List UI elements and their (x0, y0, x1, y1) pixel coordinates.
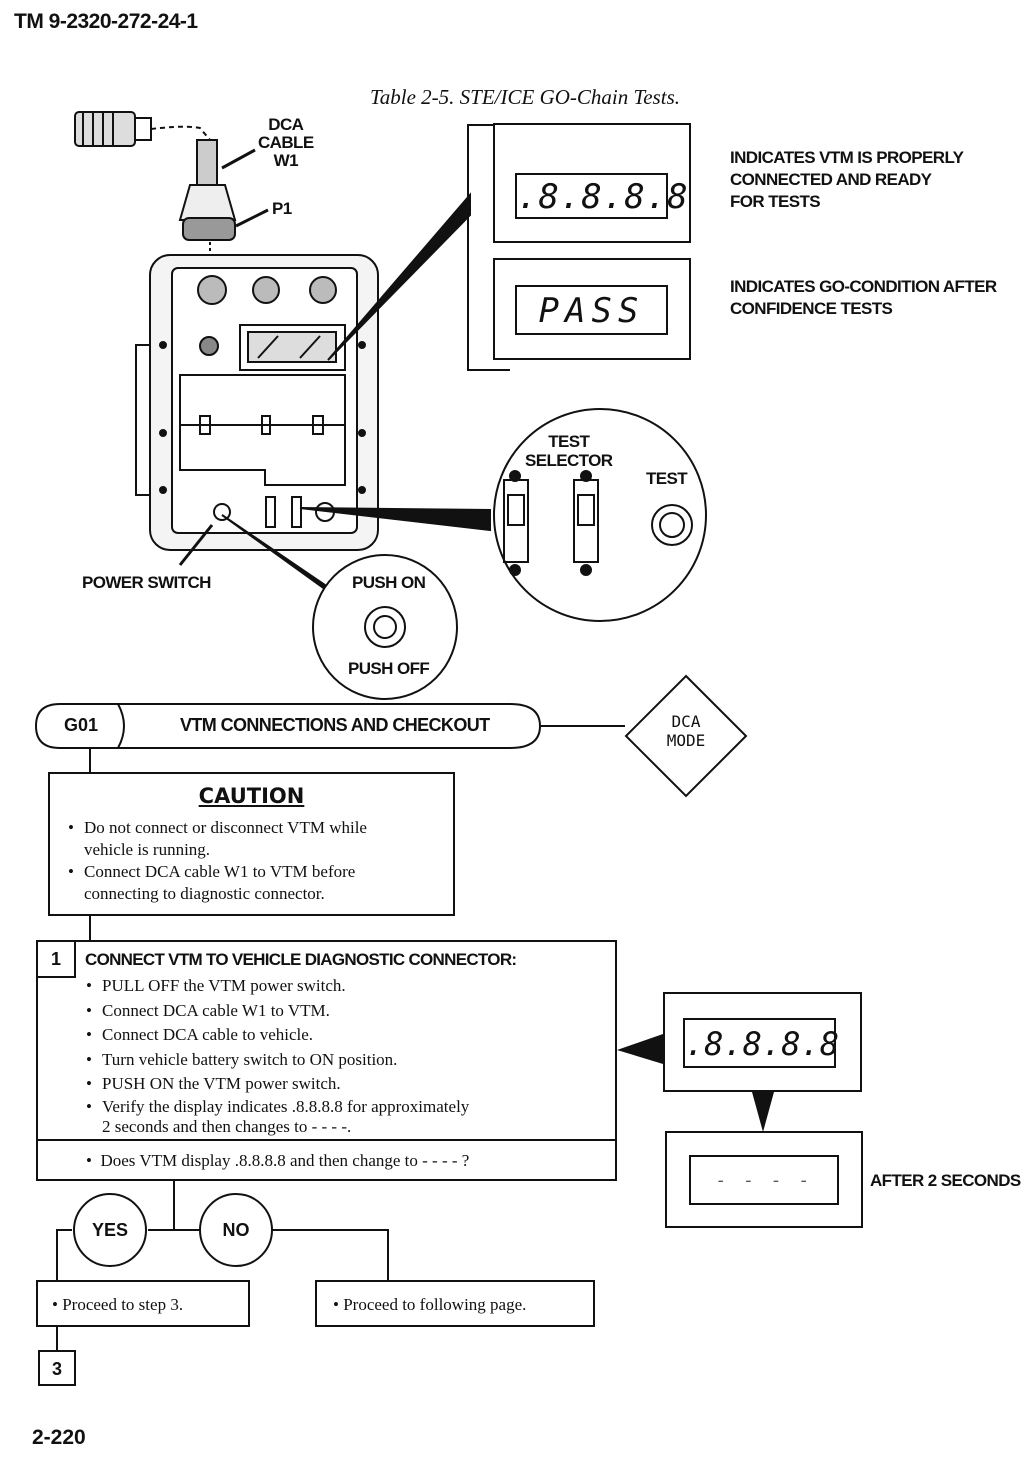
procedure-title: VTM CONNECTIONS AND CHECKOUT (180, 715, 490, 735)
list-item: Turn vehicle battery switch to ON positi… (86, 1048, 605, 1073)
list-item: • Does VTM display .8.8.8.8 and then cha… (86, 1151, 470, 1170)
p1-label: P1 (272, 199, 292, 218)
caution-heading: CAUTION (198, 784, 305, 808)
display-readout: .8.8.8.8 (683, 1018, 839, 1068)
display-readout: .8.8.8.8 (515, 173, 688, 219)
power-switch-label: POWER SWITCH (82, 573, 211, 592)
list-item: Connect DCA cable to vehicle. (86, 1023, 605, 1048)
no-branch: NO (222, 1220, 250, 1240)
document-number: TM 9-2320-272-24-1 (14, 10, 198, 33)
no-action-box: • Proceed to following page. (315, 1280, 595, 1327)
step-question: • Does VTM display .8.8.8.8 and then cha… (36, 1139, 617, 1181)
push-on-label: PUSH ON (352, 573, 426, 592)
caution-box: CAUTION Do not connect or disconnect VTM… (48, 772, 455, 916)
step-number: 1 (38, 942, 76, 978)
push-off-label: PUSH OFF (348, 659, 430, 678)
caution-list: Do not connect or disconnect VTM whileve… (68, 817, 443, 905)
next-step-box: 3 (38, 1350, 76, 1386)
list-item: • Proceed to following page. (333, 1295, 527, 1314)
display-panel-startup: .8.8.8.8 (663, 992, 862, 1092)
yes-action-box: • Proceed to step 3. (36, 1280, 250, 1327)
display-panel-dashes: - - - - (665, 1131, 863, 1228)
step-title: CONNECT VTM TO VEHICLE DIAGNOSTIC CONNEC… (85, 950, 517, 969)
after-2-seconds-label: AFTER 2 SECONDS (870, 1171, 1021, 1190)
test-selector-detail-icon (493, 408, 707, 622)
display-readout: - - - - (689, 1155, 839, 1205)
list-item: PUSH ON the VTM power switch. (86, 1072, 605, 1097)
step-list: PULL OFF the VTM power switch. Connect D… (86, 974, 605, 1137)
power-switch-detail-icon (312, 554, 458, 700)
test-button-label: TEST (646, 469, 688, 488)
list-item: Do not connect or disconnect VTM whileve… (68, 817, 443, 861)
list-item: • Proceed to step 3. (52, 1295, 184, 1314)
display-readout: PASS (515, 285, 668, 335)
dca-connector-icon (74, 111, 211, 150)
dca-cable-icon (178, 139, 237, 262)
list-item: Connect DCA cable W1 to VTM beforeconnec… (68, 861, 443, 905)
list-item: PULL OFF the VTM power switch. (86, 974, 605, 999)
list-item: Verify the display indicates .8.8.8.8 fo… (86, 1097, 605, 1137)
table-title: Table 2-5. STE/ICE GO-Chain Tests. (370, 85, 680, 109)
vtm-housing-icon (135, 254, 379, 551)
page-number: 2-220 (32, 1426, 86, 1449)
yes-branch: YES (91, 1220, 129, 1240)
display-panel-pass: PASS (493, 258, 691, 360)
list-item: Connect DCA cable W1 to VTM. (86, 999, 605, 1024)
display-panel-ready: .8.8.8.8 (493, 123, 691, 243)
procedure-code: G01 (64, 715, 99, 735)
step-1-box: 1 CONNECT VTM TO VEHICLE DIAGNOSTIC CONN… (36, 940, 617, 1141)
